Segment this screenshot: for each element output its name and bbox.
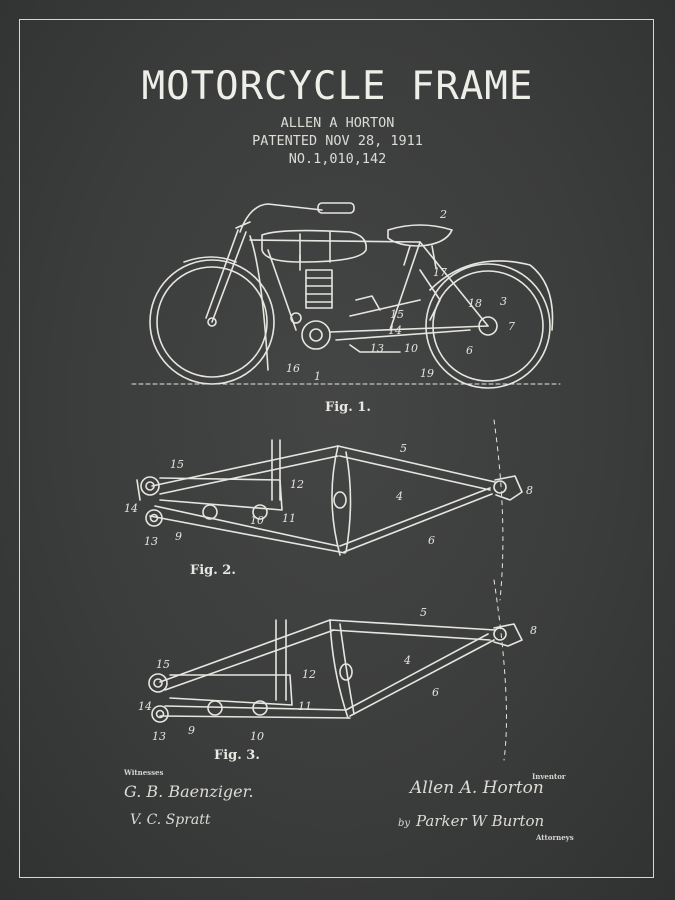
svg-text:13: 13 [152,730,166,743]
by-label: by [398,818,410,829]
svg-text:15: 15 [156,658,170,671]
svg-text:5: 5 [420,606,427,619]
inventor-signature: Allen A. Horton [410,778,544,798]
svg-text:9: 9 [188,724,195,737]
svg-text:11: 11 [298,700,312,713]
svg-text:14: 14 [138,700,152,713]
svg-text:6: 6 [432,686,439,699]
fig2-label: Fig. 2. [190,563,236,578]
witness2-signature: V. C. Spratt [130,812,211,828]
svg-text:4: 4 [403,654,411,667]
witness1-signature: G. B. Baenziger. [124,782,254,801]
attorneys-label: Attorneys [536,833,574,842]
attorney-signature: Parker W Burton [416,812,544,830]
fig3-label: Fig. 3. [214,748,260,763]
witnesses-label: Witnesses [124,768,163,777]
svg-text:10: 10 [250,730,264,743]
svg-text:12: 12 [302,668,316,681]
fig1-label: Fig. 1. [325,400,371,415]
svg-text:8: 8 [530,624,537,637]
